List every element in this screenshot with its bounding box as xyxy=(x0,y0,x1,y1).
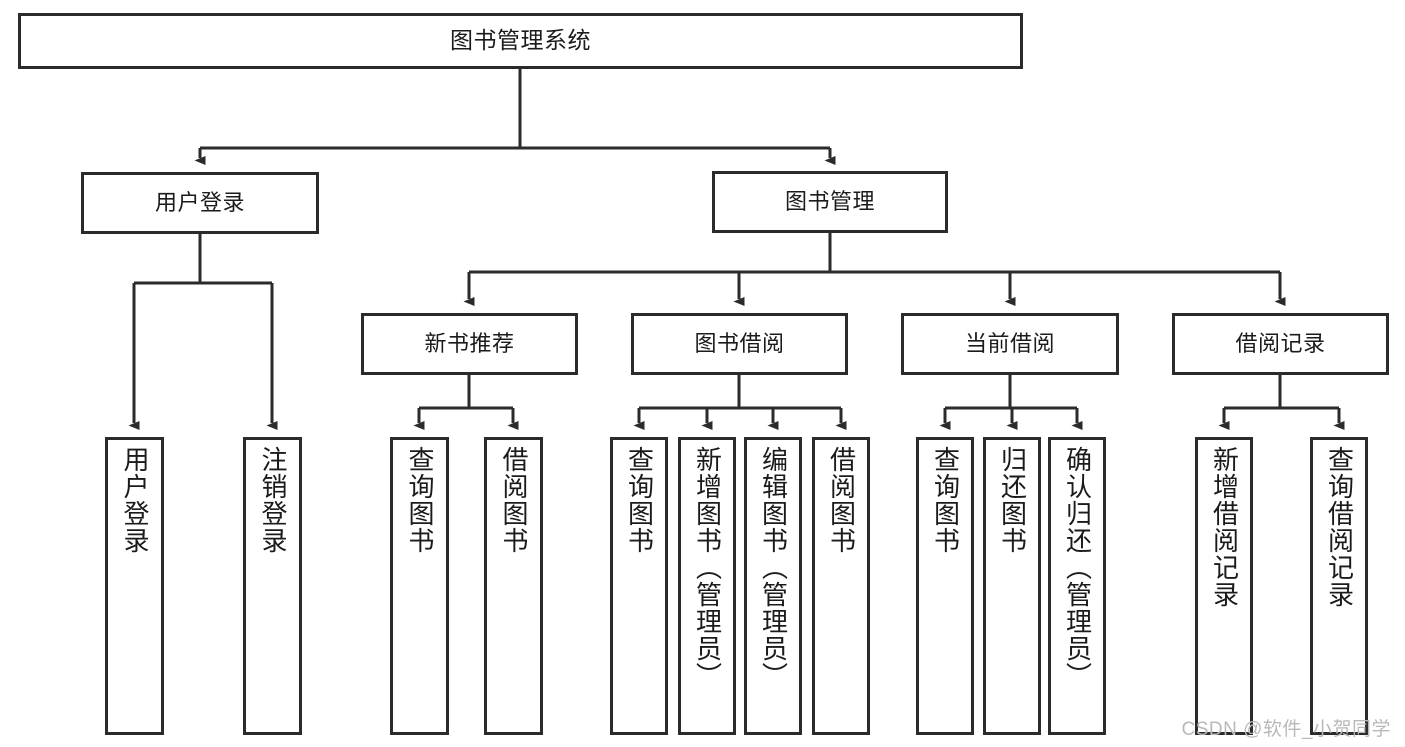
leaf-logout-login-label: 注销登录 xyxy=(258,446,289,554)
leaf-current-query-book[interactable]: 查询图书 xyxy=(916,437,974,735)
leaf-current-return-book-label: 归还图书 xyxy=(997,446,1028,554)
leaf-borrow-query-book-label: 查询图书 xyxy=(624,446,655,554)
leaf-borrow-borrow-book-label: 借阅图书 xyxy=(826,446,857,554)
leaf-record-add-borrow-record[interactable]: 新增借阅记录 xyxy=(1195,437,1253,735)
node-book-management-label: 图书管理 xyxy=(784,188,875,214)
leaf-record-query-borrow-record-label: 查询借阅记录 xyxy=(1324,446,1355,608)
leaf-borrow-add-book-admin-label: 新增图书（管理员） xyxy=(692,446,723,689)
leaf-user-login[interactable]: 用户登录 xyxy=(105,437,164,735)
node-new-book-recommend[interactable]: 新书推荐 xyxy=(361,313,578,375)
leaf-borrow-edit-book-admin-label: 编辑图书（管理员） xyxy=(758,446,789,689)
leaf-user-login-label: 用户登录 xyxy=(120,446,151,554)
node-user-login-label: 用户登录 xyxy=(154,189,245,215)
connector-lines xyxy=(128,69,1345,430)
leaf-borrow-borrow-book[interactable]: 借阅图书 xyxy=(812,437,870,735)
leaf-borrow-add-book-admin[interactable]: 新增图书（管理员） xyxy=(678,437,736,735)
leaf-newbook-query-book-label: 查询图书 xyxy=(405,446,436,554)
leaf-current-return-book[interactable]: 归还图书 xyxy=(983,437,1041,735)
leaf-current-confirm-return-admin[interactable]: 确认归还（管理员） xyxy=(1048,437,1106,735)
node-borrow-record-label: 借阅记录 xyxy=(1235,330,1326,356)
node-current-borrow-label: 当前借阅 xyxy=(964,330,1055,356)
leaf-record-add-borrow-record-label: 新增借阅记录 xyxy=(1209,446,1240,608)
leaf-borrow-edit-book-admin[interactable]: 编辑图书（管理员） xyxy=(744,437,802,735)
leaf-newbook-borrow-book-label: 借阅图书 xyxy=(499,446,530,554)
leaf-newbook-borrow-book[interactable]: 借阅图书 xyxy=(484,437,543,735)
node-root-label: 图书管理系统 xyxy=(450,27,591,54)
leaf-current-confirm-return-admin-label: 确认归还（管理员） xyxy=(1062,446,1093,689)
leaf-logout-login[interactable]: 注销登录 xyxy=(243,437,302,735)
node-book-borrow-label: 图书借阅 xyxy=(694,330,785,356)
leaf-current-query-book-label: 查询图书 xyxy=(930,446,961,554)
leaf-newbook-query-book[interactable]: 查询图书 xyxy=(390,437,449,735)
node-book-borrow[interactable]: 图书借阅 xyxy=(631,313,848,375)
leaf-borrow-query-book[interactable]: 查询图书 xyxy=(610,437,668,735)
node-user-login[interactable]: 用户登录 xyxy=(81,172,319,234)
node-current-borrow[interactable]: 当前借阅 xyxy=(901,313,1119,375)
node-new-book-recommend-label: 新书推荐 xyxy=(424,330,515,356)
node-root-book-management-system[interactable]: 图书管理系统 xyxy=(18,13,1023,69)
node-book-management[interactable]: 图书管理 xyxy=(712,171,948,233)
leaf-record-query-borrow-record[interactable]: 查询借阅记录 xyxy=(1310,437,1368,735)
node-borrow-record[interactable]: 借阅记录 xyxy=(1172,313,1389,375)
